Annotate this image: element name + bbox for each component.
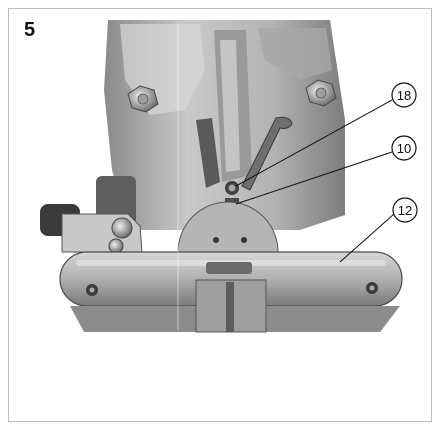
callout-12: 12 <box>339 197 418 263</box>
figure-number: 5 <box>24 19 36 41</box>
callout-18-label: 18 <box>397 88 411 103</box>
bolt-right <box>305 79 337 107</box>
callout-10: 10 <box>235 135 417 205</box>
callout-10-label: 10 <box>397 141 411 156</box>
callout-18: 18 <box>235 82 417 187</box>
callout-12-label: 12 <box>398 203 412 218</box>
bolt-left <box>127 85 159 113</box>
